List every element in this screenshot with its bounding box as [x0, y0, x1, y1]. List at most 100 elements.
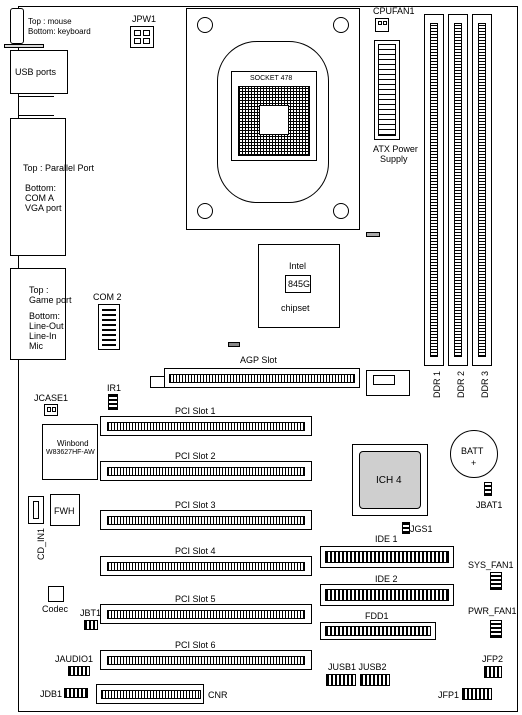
com2-header [98, 304, 120, 350]
ich4-chip: ICH 4 [352, 444, 428, 516]
game-audio-block: Top : Game port Bottom: Line-Out Line-In… [10, 268, 72, 360]
usb-port-block: USB ports [10, 50, 68, 94]
ich4-label: ICH 4 [376, 475, 402, 486]
jpw1-connector [130, 26, 154, 48]
ide1-connector [320, 546, 454, 568]
pci-slot3 [100, 510, 312, 530]
jgs1-header [402, 522, 410, 534]
sys-fan1-label: SYS_FAN1 [468, 560, 514, 570]
usb-bracket [18, 96, 54, 116]
socket-lever [366, 232, 380, 237]
battery: BATT + [450, 430, 498, 478]
jdb1-label: JDB1 [40, 689, 63, 699]
ide1-label: IDE 1 [375, 534, 398, 544]
com2-label: COM 2 [93, 292, 122, 302]
jfp2-header [484, 666, 502, 678]
cnr-slot [96, 684, 204, 704]
fwh-chip: FWH [50, 494, 80, 526]
jusb2-header [360, 674, 390, 686]
pci-slot4-label: PCI Slot 4 [175, 546, 216, 556]
jpw1-label: JPW1 [132, 14, 157, 24]
pci-slot1 [100, 416, 312, 436]
winbond-label: Winbond [57, 439, 89, 448]
atx-power-connector [374, 40, 400, 140]
usb-ports-label: USB ports [15, 67, 57, 77]
ddr2-label: DDR 2 [456, 370, 466, 398]
small-jumper [228, 342, 240, 347]
ddr3-label: DDR 3 [480, 370, 490, 398]
jgs1-label: JGS1 [410, 524, 433, 534]
line-out-label: Line-Out [29, 321, 64, 331]
game-top-label: Top : [29, 285, 49, 295]
jdb1-header [64, 688, 88, 698]
ps2-port-block: Top : mouse Bottom: keyboard [4, 8, 104, 48]
winbond-superio-chip: Winbond W83627HF-AW [42, 424, 98, 480]
cd-in1-label: CD_IN1 [36, 527, 46, 560]
chipset-model-label: 845G [288, 279, 311, 289]
ddr1-label: DDR 1 [432, 370, 442, 398]
northbridge-chipset: Intel 845G chipset [258, 244, 340, 328]
jbt1-header [84, 620, 98, 630]
pci-slot2 [100, 461, 312, 481]
pwr-fan1-header [490, 620, 502, 638]
pci-slot4 [100, 556, 312, 576]
pwr-fan1-label: PWR_FAN1 [468, 606, 517, 616]
cpufan1-label: CPUFAN1 [373, 6, 415, 16]
winbond-model-label: W83627HF-AW [46, 449, 95, 456]
parallel-port-label: Top : Parallel Port [23, 163, 95, 173]
ide2-label: IDE 2 [375, 574, 398, 584]
jaudio1-label: JAUDIO1 [55, 654, 94, 664]
fdd1-label: FDD1 [365, 611, 389, 621]
codec-label: Codec [42, 604, 69, 614]
jusb1-header [326, 674, 356, 686]
ide2-connector [320, 584, 454, 606]
cpu-retention-module: SOCKET 478 [186, 8, 360, 230]
ps2-bottom-label: Bottom: keyboard [28, 27, 91, 36]
jcase1-header [44, 404, 58, 416]
vga-port-label: VGA port [25, 203, 62, 213]
jbat1-header [484, 482, 492, 496]
agp-slot-label: AGP Slot [240, 355, 277, 365]
audio-bottom-label: Bottom: [29, 311, 61, 321]
jfp1-label: JFP1 [438, 690, 460, 700]
cd-in1-connector [28, 496, 44, 524]
pci-slot5-label: PCI Slot 5 [175, 594, 216, 604]
pci-slot6-label: PCI Slot 6 [175, 640, 216, 650]
com-vga-bottom-label: Bottom: [25, 183, 57, 193]
fdd1-connector [320, 622, 436, 640]
pci-slot6 [100, 650, 312, 670]
jcase1-label: JCASE1 [34, 393, 69, 403]
com-a-label: COM A [25, 193, 55, 203]
atx-power-label-2: Supply [380, 154, 408, 164]
sys-fan1-header [490, 572, 502, 590]
line-in-label: Line-In [29, 331, 57, 341]
batt-label: BATT [461, 446, 484, 456]
ir1-label: IR1 [107, 383, 122, 393]
codec-chip [48, 586, 64, 602]
chipset-intel-label: Intel [289, 261, 307, 271]
jusb-label: JUSB1 JUSB2 [328, 662, 387, 672]
cpu-socket: SOCKET 478 [231, 71, 317, 161]
pci-slot5 [100, 604, 312, 624]
chipset-label: chipset [281, 303, 310, 313]
pci-slot1-label: PCI Slot 1 [175, 406, 216, 416]
jaudio1-header [68, 666, 90, 676]
jfp2-label: JFP2 [482, 654, 504, 664]
jfp1-header [462, 688, 492, 700]
ir1-header [108, 394, 118, 410]
ddr3-slot [472, 14, 492, 366]
ddr2-slot [448, 14, 468, 366]
socket-label: SOCKET 478 [250, 75, 293, 82]
jbat1-label: JBAT1 [476, 500, 503, 510]
jbt1-label: JBT1 [80, 608, 102, 618]
game-port-label: Game port [29, 295, 72, 305]
pci-slot3-label: PCI Slot 3 [175, 500, 216, 510]
cnr-label: CNR [208, 690, 228, 700]
mic-label: Mic [29, 341, 43, 351]
ddr1-slot [424, 14, 444, 366]
pci-slot2-label: PCI Slot 2 [175, 451, 216, 461]
atx-power-label-1: ATX Power [373, 144, 418, 154]
cpufan1-connector [375, 18, 389, 32]
ps2-top-label: Top : mouse [28, 17, 72, 26]
parallel-com-vga-block: Top : Parallel Port Bottom: COM A VGA po… [10, 118, 94, 256]
